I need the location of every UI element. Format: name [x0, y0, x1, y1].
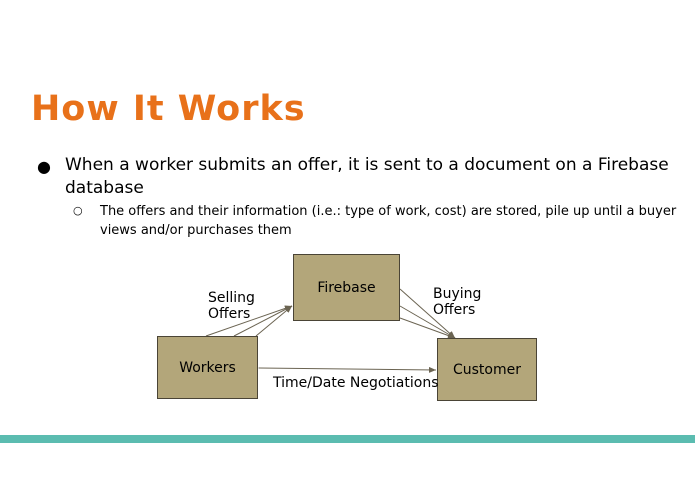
sub-bullet-text: The offers and their information (i.e.: …: [100, 204, 677, 238]
edge-label-buying: Buying Offers: [433, 286, 482, 318]
arrow-workers-firebase: [205, 305, 293, 337]
node-firebase: Firebase: [293, 254, 400, 321]
footer-accent-bar: [0, 435, 695, 443]
arrow-workers-customer: [251, 364, 437, 373]
node-workers: Workers: [157, 336, 258, 399]
arrow-firebase-customer: [399, 317, 456, 339]
edge-label-negotiations: Time/Date Negotiations: [273, 375, 439, 391]
slide-title: How It Works: [31, 89, 306, 129]
arrow-firebase-customer: [399, 288, 456, 339]
arrow-workers-firebase: [233, 305, 293, 337]
sub-bullet-marker: ○: [73, 204, 83, 217]
node-customer: Customer: [437, 338, 537, 401]
edge-label-selling: Selling Offers: [208, 290, 255, 322]
arrow-firebase-customer: [399, 305, 456, 339]
arrow-workers-firebase: [255, 305, 293, 337]
bullet-text: When a worker submits an offer, it is se…: [65, 155, 669, 198]
bullet-marker: ●: [37, 157, 51, 176]
